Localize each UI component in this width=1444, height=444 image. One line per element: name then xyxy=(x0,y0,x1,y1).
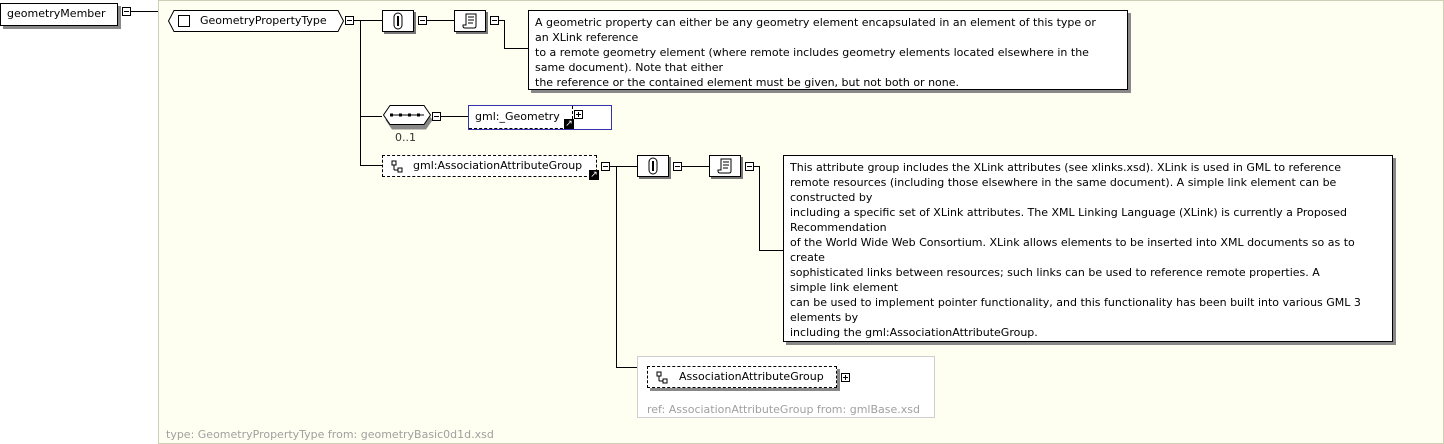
attribute-group-icon xyxy=(391,160,403,173)
documentation-node-2-toggle[interactable] xyxy=(745,162,754,171)
attribute-icon xyxy=(393,12,403,30)
complex-type-icon xyxy=(178,15,190,27)
type-panel-footer: type: GeometryPropertyType from: geometr… xyxy=(166,428,494,441)
attribute-node-2-toggle[interactable] xyxy=(673,162,682,171)
annotation-attribute-node-1[interactable] xyxy=(382,10,414,32)
root-element-geometryMember[interactable]: geometryMember xyxy=(0,3,118,26)
group-connector-a xyxy=(610,166,637,167)
sequence-shape xyxy=(382,105,432,130)
attribute-group-element[interactable]: gml:AssociationAttributeGroup xyxy=(382,155,597,177)
geometry-ref-element[interactable]: gml:_Geometry ↗ xyxy=(468,105,612,130)
spine-top-connector xyxy=(354,20,360,21)
doc-connector-2b xyxy=(759,166,760,250)
root-connector xyxy=(131,11,158,12)
doc-connector-1a xyxy=(499,20,504,21)
sequence-to-geometry-connector xyxy=(441,116,468,117)
group-to-ref-connector xyxy=(616,367,637,368)
doc-connector-1c xyxy=(504,48,528,49)
ref-group-expand-toggle[interactable] xyxy=(841,373,850,382)
attribute-node-1-toggle[interactable] xyxy=(418,16,427,25)
sequence-occurrence: 0..1 xyxy=(395,131,416,144)
sequence-toggle[interactable] xyxy=(432,112,441,121)
type-box-shape xyxy=(168,10,344,32)
scroll-icon xyxy=(717,158,732,174)
attribute-group-toggle[interactable] xyxy=(601,162,610,171)
attribute-group-reference-arrow-icon: ↗ xyxy=(589,170,599,180)
sequence-compositor[interactable] xyxy=(382,105,432,130)
doc-connector-2c xyxy=(759,250,783,251)
type-name-box[interactable]: GeometryPropertyType xyxy=(168,10,344,32)
documentation-node-1-toggle[interactable] xyxy=(490,16,499,25)
reference-arrow-icon: ↗ xyxy=(564,119,574,129)
type-collapse-toggle[interactable] xyxy=(345,16,354,25)
attribute-to-doc-connector-1 xyxy=(427,20,454,21)
annotation-attribute-node-2[interactable] xyxy=(637,155,669,177)
annotation-1-text: A geometric property can either be any g… xyxy=(528,10,1128,90)
documentation-node-1[interactable] xyxy=(454,10,486,32)
root-element-label: geometryMember xyxy=(7,7,106,20)
attribute-icon xyxy=(648,157,658,175)
doc-connector-2a xyxy=(754,166,759,167)
type-name-label: GeometryPropertyType xyxy=(200,14,327,27)
geometry-ref-label: gml:_Geometry xyxy=(475,110,560,123)
branch-3-connector xyxy=(360,165,382,166)
attribute-to-doc-connector-2 xyxy=(682,166,709,167)
documentation-node-2[interactable] xyxy=(709,155,741,177)
geometry-expand-toggle[interactable] xyxy=(574,110,583,119)
geometry-ref-inner xyxy=(469,106,573,129)
ref-group-label: AssociationAttributeGroup xyxy=(679,370,824,383)
ref-group-footer: ref: AssociationAttributeGroup from: gml… xyxy=(647,403,920,416)
spine-vertical xyxy=(360,20,361,165)
group-connector-vertical xyxy=(616,166,617,367)
root-collapse-toggle[interactable] xyxy=(122,7,131,16)
branch-2-connector xyxy=(360,116,382,117)
attribute-group-icon xyxy=(656,371,668,384)
attribute-group-label: gml:AssociationAttributeGroup xyxy=(413,159,583,172)
scroll-icon xyxy=(462,13,477,29)
doc-connector-1b xyxy=(504,20,505,48)
annotation-2-text: This attribute group includes the XLink … xyxy=(783,155,1393,342)
branch-1-connector xyxy=(360,20,382,21)
ref-group-element[interactable]: AssociationAttributeGroup xyxy=(647,366,837,388)
